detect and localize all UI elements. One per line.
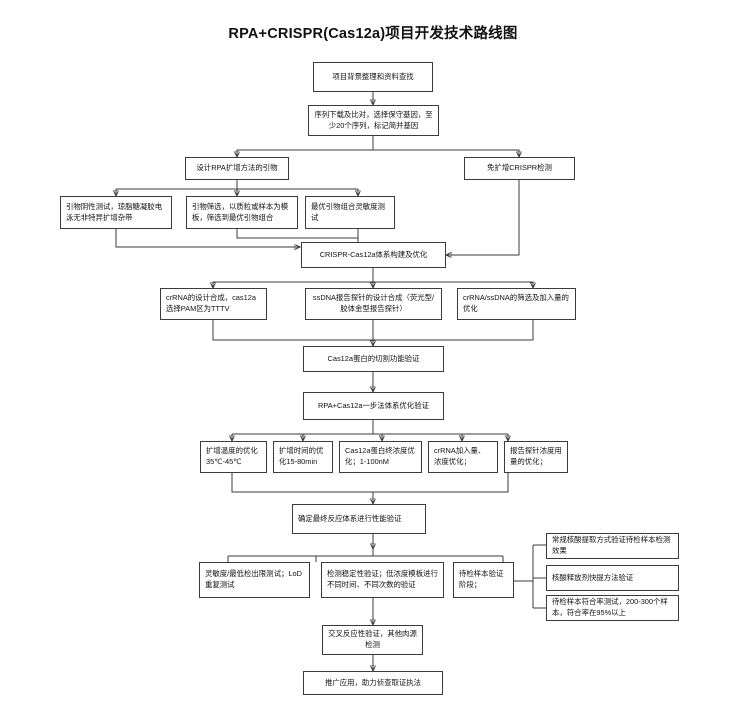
- node-crrna-ssdna-optimization[interactable]: crRNA/ssDNA的筛选及加入量的优化: [457, 288, 576, 320]
- node-cas12a-concentration[interactable]: Cas12a蛋白终浓度优化；1-100nM: [339, 441, 422, 473]
- node-primer-negative-test[interactable]: 引物阴性测试，琼脂糖凝胶电泳无非特异扩增杂带: [60, 196, 172, 229]
- node-one-step-optimization[interactable]: RPA+Cas12a一步法体系优化验证: [303, 392, 444, 420]
- node-primer-sensitivity-test[interactable]: 最优引物组合灵敏度测试: [305, 196, 395, 229]
- node-crrna-design[interactable]: crRNA的设计合成，cas12a选择PAM区为TTTV: [160, 288, 267, 320]
- node-final-system-validation[interactable]: 确定最终反应体系进行性能验证: [292, 504, 426, 534]
- node-design-rpa-primers[interactable]: 设计RPA扩增方法的引物: [185, 157, 289, 180]
- node-cross-reactivity-validation[interactable]: 交叉反应性验证，其他肉源检测: [322, 625, 423, 655]
- node-ssdna-reporter-probe[interactable]: ssDNA报告探针的设计合成（荧光型/胶体金型报告探针）: [305, 288, 442, 320]
- node-promotion-application[interactable]: 推广应用，助力侦查取证执法: [303, 671, 443, 695]
- page-title: RPA+CRISPR(Cas12a)项目开发技术路线图: [228, 26, 518, 42]
- node-project-background[interactable]: 项目背景整理和资料查找: [313, 62, 433, 92]
- node-temperature-optimization[interactable]: 扩增温度的优化35℃-45℃: [200, 441, 267, 473]
- node-sample-validation-stage[interactable]: 待检样本验证阶段；: [453, 562, 514, 598]
- node-concordance-test[interactable]: 待检样本符合率测试，200-300个样本，符合率在95%以上: [546, 595, 679, 621]
- node-time-optimization[interactable]: 扩增时间的优化15-80min: [273, 441, 333, 473]
- node-crrna-concentration[interactable]: crRNA加入量、浓度优化；: [428, 441, 498, 473]
- node-stability-validation[interactable]: 检测稳定性验证；低浓度模板进行不同时间、不同次数的验证: [321, 562, 444, 598]
- node-cas12a-cleavage-validation[interactable]: Cas12a蛋白的切割功能验证: [303, 346, 444, 372]
- node-sequence-download[interactable]: 序列下载及比对，选择保守基因，至少20个序列，标记简并基因: [308, 105, 439, 136]
- node-rapid-release-validation[interactable]: 核酸释放剂快提方法验证: [546, 565, 679, 591]
- node-lod-test[interactable]: 灵敏度/最低检出限测试；LoD重复测试: [199, 562, 310, 598]
- node-primer-screening[interactable]: 引物筛选，以质粒或样本为模板，筛选到最优引物组合: [186, 196, 298, 229]
- node-standard-extraction-validation[interactable]: 常规核酸提取方式验证待检样本检测效果: [546, 533, 679, 559]
- node-probe-concentration[interactable]: 报告探针浓度用量的优化；: [504, 441, 568, 473]
- node-crispr-cas12a-system[interactable]: CRISPR-Cas12a体系构建及优化: [301, 242, 446, 268]
- node-amplification-free-crispr[interactable]: 免扩增CRISPR检测: [464, 157, 575, 180]
